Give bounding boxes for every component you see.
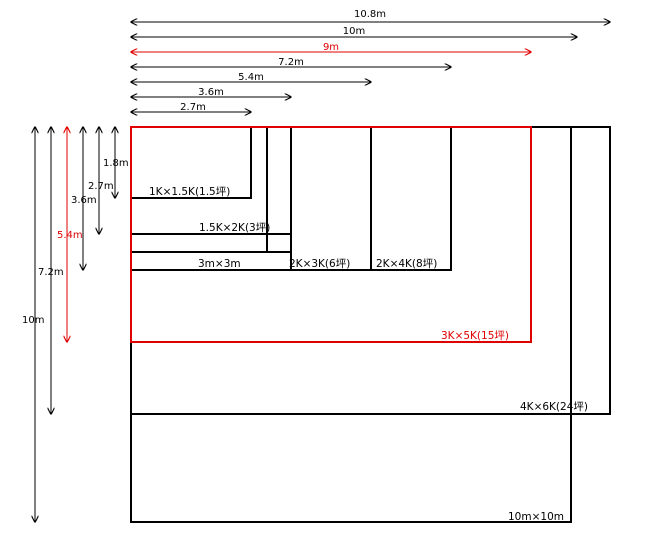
hdim-label: 7.2m — [278, 57, 304, 68]
vertical-dimensions: 10m 7.2m 5.4m 3.6m 2.7m 1.8m — [22, 127, 129, 522]
vdim-1-8m: 1.8m — [103, 127, 129, 198]
area-label-3k-x-5k: 3K×5K(15坪) — [441, 329, 509, 342]
area-label-1-5k-x-2k: 1.5K×2K(3坪) — [199, 221, 270, 234]
vdim-label: 7.2m — [38, 267, 64, 278]
vdim-label: 3.6m — [71, 195, 97, 206]
vdim-label: 5.4m — [57, 230, 83, 241]
hdim-label: 5.4m — [238, 72, 264, 83]
area-outlines — [130, 126, 611, 523]
hdim-10m: 10m — [131, 26, 577, 37]
vdim-7-2m: 7.2m — [38, 127, 64, 414]
hdim-label: 10.8m — [354, 9, 386, 20]
area-label-4k-x-6k: 4K×6K(24坪) — [520, 400, 588, 413]
hdim-2-7m: 2.7m — [131, 102, 251, 113]
hdim-10-8m: 10.8m — [131, 9, 610, 22]
horizontal-dimensions: 10.8m 10m 9m 7.2m 5.4m 3.6m 2.7m — [131, 9, 610, 113]
area-labels: 1K×1.5K(1.5坪) 1.5K×2K(3坪) 3m×3m 2K×3K(6坪… — [149, 185, 588, 523]
hdim-label: 10m — [343, 26, 365, 37]
area-label-3m-x-3m: 3m×3m — [198, 258, 241, 270]
vdim-2-7m: 2.7m — [88, 127, 114, 234]
vdim-3-6m: 3.6m — [71, 127, 97, 270]
hdim-3-6m: 3.6m — [131, 87, 291, 98]
hdim-label: 3.6m — [198, 87, 224, 98]
area-label-10m-x-10m: 10m×10m — [508, 511, 564, 523]
area-label-2k-x-3k: 2K×3K(6坪) — [289, 257, 350, 270]
hdim-5-4m: 5.4m — [131, 72, 371, 83]
vdim-label: 1.8m — [103, 158, 129, 169]
vdim-5-4m: 5.4m — [57, 127, 83, 342]
hdim-label: 2.7m — [180, 102, 206, 113]
vdim-label: 10m — [22, 315, 44, 326]
vdim-10m: 10m — [22, 127, 44, 522]
area-label-1k-x-1-5k: 1K×1.5K(1.5坪) — [149, 185, 230, 198]
hdim-7-2m: 7.2m — [131, 57, 451, 68]
area-3k-x-5k — [130, 126, 532, 343]
vdim-label: 2.7m — [88, 181, 114, 192]
hdim-9m: 9m — [131, 42, 531, 53]
area-label-2k-x-4k: 2K×4K(8坪) — [376, 257, 437, 270]
hdim-label: 9m — [323, 42, 339, 53]
